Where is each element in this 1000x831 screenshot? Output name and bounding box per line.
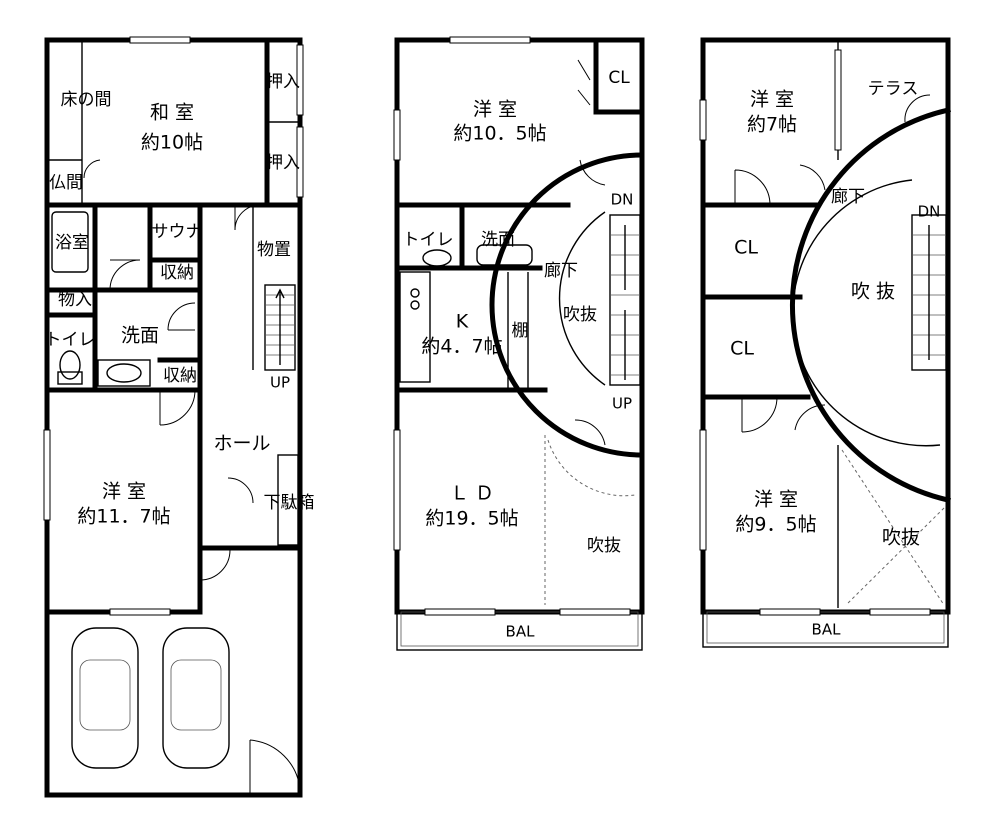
floor-3 xyxy=(699,37,951,648)
room-mononire: 物入 xyxy=(58,290,92,310)
room-shuno-1: 収納 xyxy=(160,263,194,283)
room-toilet-2: トイレ xyxy=(403,230,454,250)
balcony-2: BAL xyxy=(506,623,536,641)
room-getabako: 下駄箱 xyxy=(264,493,315,513)
floor-1 xyxy=(43,36,304,798)
room-kitchen-size: 約4．7帖 xyxy=(421,336,502,358)
room-hall: ホール xyxy=(213,433,270,455)
room-rouka-2: 廊下 xyxy=(544,261,578,281)
room-butsuma: 仏間 xyxy=(49,173,83,193)
room-youshitsu-1-size: 約11．7帖 xyxy=(77,506,170,528)
room-rouka-3: 廊下 xyxy=(831,187,865,207)
room-washitsu-size: 約10帖 xyxy=(141,132,203,154)
room-ld-name: Ｌ Ｄ xyxy=(450,483,494,505)
room-youshitsu-1-name: 洋 室 xyxy=(102,481,146,503)
room-youshitsu-3a-size: 約7帖 xyxy=(747,114,797,136)
room-fukinuke-2a: 吹抜 xyxy=(563,305,597,325)
room-terrace: テラス xyxy=(868,79,919,99)
room-washitsu-name: 和 室 xyxy=(150,102,194,124)
room-ld-size: 約19．5帖 xyxy=(425,508,518,530)
room-shuno-2: 収納 xyxy=(163,366,197,386)
stair-dn-3: DN xyxy=(918,203,941,221)
stair-up-1: UP xyxy=(270,374,290,392)
room-fukinuke-2b: 吹抜 xyxy=(587,536,621,556)
room-youshitsu-3a-name: 洋 室 xyxy=(750,89,794,111)
room-oshiire-1: 押入 xyxy=(266,72,300,92)
room-fukinuke-3b: 吹抜 xyxy=(882,527,920,549)
floor-2 xyxy=(393,36,645,651)
room-cl-3a: CL xyxy=(734,237,758,259)
room-senmen-1: 洗面 xyxy=(121,325,159,347)
room-youshitsu-3b-size: 約9．5帖 xyxy=(735,514,816,536)
room-fukinuke-3a: 吹 抜 xyxy=(851,281,895,303)
room-yokushitsu: 浴室 xyxy=(55,233,89,253)
stair-up-2: UP xyxy=(612,395,632,413)
room-youshitsu-3b-name: 洋 室 xyxy=(754,489,798,511)
room-senmen-2: 洗面 xyxy=(481,230,515,250)
balcony-3: BAL xyxy=(812,621,842,639)
room-toilet-1: トイレ xyxy=(45,330,96,350)
room-kitchen-name: K xyxy=(456,311,469,333)
room-tokonoma: 床の間 xyxy=(61,90,112,110)
stair-dn-2: DN xyxy=(611,191,634,209)
room-cl-2: CL xyxy=(608,68,630,88)
room-tana: 棚 xyxy=(512,321,529,341)
room-sauna: サウナ xyxy=(152,222,203,242)
room-cl-3b: CL xyxy=(730,338,754,360)
room-youshitsu-2-name: 洋 室 xyxy=(473,99,517,121)
room-monooki: 物置 xyxy=(257,240,291,260)
room-oshiire-2: 押入 xyxy=(266,153,300,173)
room-youshitsu-2-size: 約10．5帖 xyxy=(453,123,546,145)
